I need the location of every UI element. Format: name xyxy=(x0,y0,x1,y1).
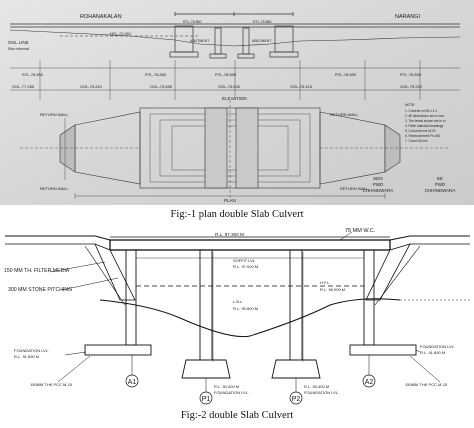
marker-a1 xyxy=(125,374,139,388)
note-line: 2. All dimensions are in mm xyxy=(405,114,444,118)
plan-drawing-sheet: ROHANAKALAN NARANGI HFL-72.061 OGL LINE … xyxy=(0,0,474,205)
ogl-line-label: OGL LINE xyxy=(8,40,29,45)
rtl-top-right: RTL-78.850 xyxy=(253,20,271,24)
return-wall-bottom-right: RETURN WALL xyxy=(340,186,369,191)
pier2-rl-label: R.L. 90.400 M xyxy=(304,384,329,389)
soffit-label: SOFFIT LVL xyxy=(233,258,256,263)
return-wall-top-left: RETURN WALL xyxy=(40,112,69,117)
hfl-section-label: H.F.L. xyxy=(320,280,330,285)
abutment-right-label: ABUTMENT xyxy=(252,39,272,43)
note-line: 7. Cover 50 mm xyxy=(405,139,428,143)
right-place-label: NARANGI xyxy=(395,14,421,20)
ogl-interval-label: 50m interval xyxy=(8,47,29,51)
soffit-rl-label: R.L. 97.000 M xyxy=(233,264,258,269)
wearing-coat-label: 75 MM W.C. xyxy=(345,228,376,234)
deck-slab xyxy=(109,239,391,251)
rtl-value: RTL-78.850 xyxy=(335,72,357,77)
lbl-label: L.B.L. xyxy=(233,299,243,304)
marker-p2 xyxy=(289,391,303,405)
sdo-line: PWD xyxy=(373,182,384,187)
ogl-value: OGL-75.920 xyxy=(400,84,423,89)
ogl-value: OGL-77.285 xyxy=(12,84,35,89)
pcc-left-label: 150MM THK PCC M-15 xyxy=(30,382,73,387)
return-wall-bottom-left: RETURN WALL xyxy=(40,186,69,191)
plan-label: PLAN xyxy=(224,198,236,203)
elevation-view xyxy=(9,12,461,100)
chainage-markers xyxy=(125,374,376,405)
pcc-right-label: 150MM THK PCC M-15 xyxy=(405,382,448,387)
ee-signature: EE PWD CHHINDWARA xyxy=(425,176,456,193)
sdo-line: CHHINDWARA xyxy=(363,188,394,193)
pier1-found-label: FOUNDATION LVL. xyxy=(214,390,249,395)
marker-a2 xyxy=(362,374,376,388)
foundation-left-label: FOUNDATION LVL. xyxy=(14,348,49,353)
ogl-value: OGL-76.610 xyxy=(80,84,103,89)
return-wall-top-right: RETURN WALL xyxy=(330,112,359,117)
lbl-rl-label: R.L. 90.600 M xyxy=(233,306,258,311)
elevation-label: ELEVATION xyxy=(222,96,247,101)
plan-view xyxy=(20,100,450,200)
notes-block: NOTE: 1. Culverts in NH-1:1:1 2. All dim… xyxy=(405,103,446,143)
hfl-rl-label: R.L. 96.000 M xyxy=(320,287,345,292)
label-a2: A2 xyxy=(365,379,374,386)
foundation-right-label: FOUNDATION LVL. xyxy=(420,344,455,349)
ogl-value: OGL-75.895 xyxy=(150,84,173,89)
note-line: 3. The levels shown are in m xyxy=(405,119,446,123)
deck-rl-label: R.L. 97.300 M xyxy=(215,232,244,237)
sdo-line: SDO xyxy=(373,176,383,181)
left-place-label: ROHANAKALAN xyxy=(80,14,122,20)
figure-2-caption: Fig:-2 double Slab Culvert xyxy=(180,410,294,421)
rtl-value: RTL-78.850 xyxy=(400,72,422,77)
note-line: 6. Reinforcement Fe-500 xyxy=(405,134,440,138)
stone-pitching-label: 300 MM STONE PITCHING xyxy=(8,287,72,293)
note-line: 4. Refer standard drawings xyxy=(405,124,444,128)
sdo-signature: SDO PWD CHHINDWARA xyxy=(363,176,394,193)
ogl-value: OGL-75.640 xyxy=(218,84,241,89)
ogl-row: OGL-77.285 OGL-76.610 OGL-75.895 OGL-75.… xyxy=(12,84,423,89)
marker-p1 xyxy=(199,391,213,405)
rtl-top-left: RTL-78.850 xyxy=(183,20,201,24)
foundation-right-rl: R.L. 91.690 M xyxy=(420,350,445,355)
rtl-value: RTL-78.850 xyxy=(22,72,44,77)
note-line: 5. Concrete mix M-20 xyxy=(405,129,436,133)
note-line: 1. Culverts in NH-1:1:1 xyxy=(405,109,437,113)
label-p2: P2 xyxy=(292,396,301,403)
hfl-label: HFL-72.061 xyxy=(110,31,131,36)
filter-media-label: 150 MM TH. FILTER MEDIA xyxy=(4,268,70,274)
label-a1: A1 xyxy=(128,379,137,386)
rtl-row: RTL-78.850 RTL-78.850 RTL-78.850 RTL-78.… xyxy=(22,72,422,77)
ee-line: CHHINDWARA xyxy=(425,188,456,193)
foundation-left-rl: R.L. 91.690 M xyxy=(14,354,39,359)
figure-1-caption: Fig:-1 plan double Slab Culvert xyxy=(170,209,304,220)
ee-line: EE xyxy=(437,176,443,181)
ogl-value: OGL-75.415 xyxy=(290,84,313,89)
pier2-found-label: FOUNDATION LVL. xyxy=(304,390,339,395)
pier1-rl-label: R.L. 90.400 M xyxy=(214,384,239,389)
note-line: NOTE: xyxy=(405,103,415,107)
ee-line: PWD xyxy=(435,182,446,187)
label-p1: P1 xyxy=(202,396,211,403)
abutment-left-label: ABUTMENT xyxy=(190,39,210,43)
section-drawing xyxy=(5,231,470,392)
rtl-value: RTL-78.850 xyxy=(215,72,237,77)
rtl-value: RTL-78.850 xyxy=(145,72,167,77)
